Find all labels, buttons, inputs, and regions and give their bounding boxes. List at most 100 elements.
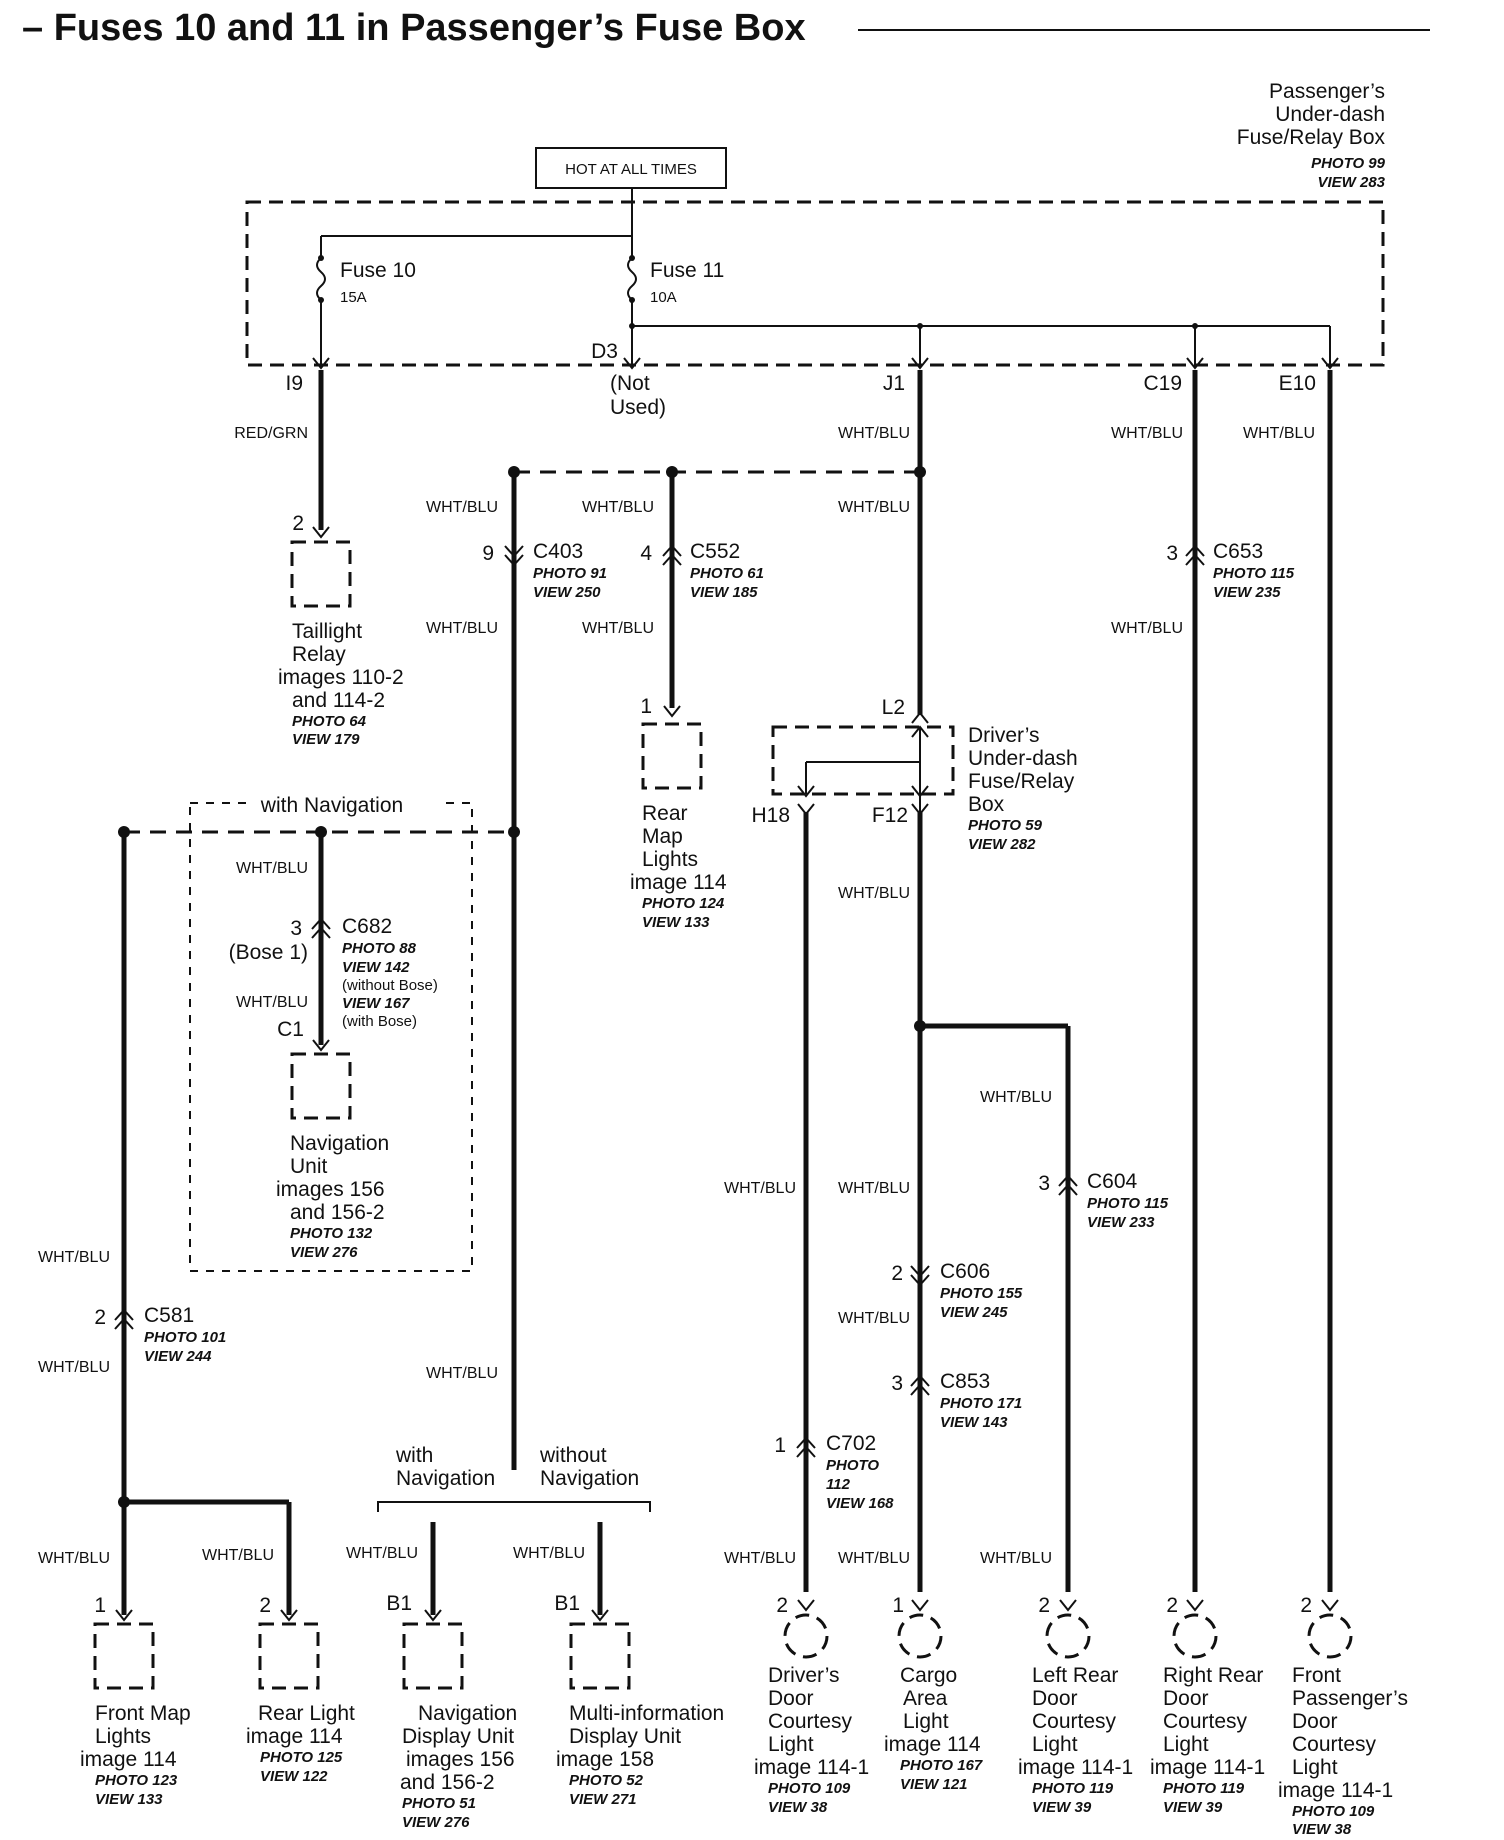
with-navigation-label-bg (248, 792, 444, 816)
fuse10-rating: 15A (340, 289, 367, 306)
right-rear-line3: Courtesy (1163, 1710, 1248, 1733)
wire-label-f12b: WHT/BLU (838, 1180, 910, 1197)
nav-display-photo: PHOTO 51 (402, 1795, 476, 1812)
with-navigation-outline (189, 802, 473, 1272)
c853-connector-icon (910, 1374, 930, 1396)
c552-name: C552 (690, 540, 740, 563)
taillight-chevron (312, 526, 330, 539)
wire-label-f12d: WHT/BLU (838, 1550, 910, 1567)
taillight-line3: images 110-2 (278, 666, 404, 689)
right-rear-line1: Right Rear (1163, 1664, 1263, 1687)
fuse11-bus-dot (629, 323, 635, 329)
fusebox-photo: PHOTO 99 (1311, 155, 1386, 172)
c604-connector-icon (1058, 1174, 1078, 1196)
rear-light-pin: 2 (259, 1594, 271, 1617)
wire-label-nav-display: WHT/BLU (346, 1545, 418, 1562)
wire-label-multi-info: WHT/BLU (513, 1545, 585, 1562)
branch-bracket (377, 1501, 651, 1512)
right-rear-line5: image 114-1 (1150, 1756, 1265, 1779)
c606-view: VIEW 245 (940, 1304, 1008, 1321)
d3-note1: (Not (610, 372, 650, 395)
c19-bus-dot (1192, 323, 1198, 329)
wire-label-f12a: WHT/BLU (838, 885, 910, 902)
taillight-line4: and 114-2 (292, 689, 385, 712)
cargo-photo: PHOTO 167 (900, 1757, 983, 1774)
driver-box-line1: Driver’s (968, 724, 1040, 747)
nav-unit-line2: Unit (290, 1155, 328, 1178)
wire-label-c581a: WHT/BLU (38, 1249, 110, 1266)
front-pass-chevron (1321, 1599, 1339, 1612)
right-rear-door-light: 2 Right Rear Door Courtesy Light image 1… (1150, 1594, 1265, 1816)
c581-pin: 2 (94, 1306, 106, 1329)
taillight-relay-label: Taillight Relay images 110-2 and 114-2 P… (278, 620, 404, 748)
c604-pin: 3 (1038, 1172, 1050, 1195)
wire-label-h18a: WHT/BLU (724, 1180, 796, 1197)
c403-name: C403 (533, 540, 583, 563)
c702-connector-icon (796, 1436, 816, 1458)
multi-info-unit-label: Multi-information Display Unit image 158… (556, 1702, 724, 1808)
cargo-chevron (911, 1599, 929, 1612)
drivers-door-photo: PHOTO 109 (768, 1780, 851, 1797)
front-pass-line1: Front (1292, 1664, 1341, 1687)
c682-pin: 3 (290, 917, 302, 940)
c702-name: C702 (826, 1432, 876, 1455)
left-rear-photo: PHOTO 119 (1032, 1780, 1114, 1797)
wire-label-c403c: WHT/BLU (426, 1365, 498, 1382)
rear-light-label: Rear Light image 114 PHOTO 125 VIEW 122 (246, 1702, 355, 1785)
c682-note1: (without Bose) (342, 977, 438, 994)
fuse11-rating: 10A (650, 289, 677, 306)
c604-view: VIEW 233 (1087, 1214, 1155, 1231)
multi-info-chevron (591, 1609, 609, 1622)
fuse11-symbol (627, 257, 637, 301)
taillight-relay-box (290, 540, 352, 608)
front-pass-view: VIEW 38 (1292, 1821, 1352, 1838)
driver-box-view: VIEW 282 (968, 836, 1036, 853)
j1-chevron (911, 357, 929, 370)
c606-connector-icon (910, 1265, 930, 1287)
passenger-fusebox-label: Passenger’s Under-dash Fuse/Relay Box PH… (1237, 80, 1386, 191)
rear-light-view: VIEW 122 (260, 1768, 328, 1785)
front-pass-bulb-icon (1307, 1613, 1353, 1659)
rear-map-pin: 1 (640, 695, 652, 718)
branch-with-1: with (395, 1444, 433, 1467)
drivers-fusebox-label: Driver’s Under-dash Fuse/Relay Box PHOTO… (968, 724, 1078, 853)
driver-box-line2: Under-dash (968, 747, 1078, 770)
rear-light-box (258, 1622, 320, 1690)
wire-label-c682b: WHT/BLU (236, 994, 308, 1011)
drivers-door-pin: 2 (776, 1594, 788, 1617)
wire-label-j1b: WHT/BLU (838, 499, 910, 516)
c702-view: VIEW 168 (826, 1495, 894, 1512)
wire-label-c19b: WHT/BLU (1111, 620, 1183, 637)
left-rear-line5: image 114-1 (1018, 1756, 1133, 1779)
terminal-i9: I9 (285, 372, 303, 395)
branch-with-2: Navigation (396, 1467, 495, 1490)
drivers-box-f12-arrow (911, 785, 929, 798)
rear-light-chevron (280, 1609, 298, 1622)
wire-label-c552a: WHT/BLU (582, 499, 654, 516)
front-map-photo: PHOTO 123 (95, 1772, 178, 1789)
fuse10-dot-bottom (318, 297, 324, 303)
wire-label-c682a: WHT/BLU (236, 860, 308, 877)
nav-unit-photo: PHOTO 132 (290, 1225, 373, 1242)
terminal-b1-mid: B1 (554, 1592, 580, 1615)
right-rear-photo: PHOTO 119 (1163, 1780, 1245, 1797)
front-pass-pin: 2 (1300, 1594, 1312, 1617)
c653-photo: PHOTO 115 (1213, 565, 1295, 582)
right-rear-chevron (1186, 1599, 1204, 1612)
taillight-line1: Taillight (292, 620, 362, 643)
navigation-unit-label: Navigation Unit images 156 and 156-2 PHO… (276, 1132, 389, 1261)
c682-photo: PHOTO 88 (342, 940, 417, 957)
c552-view: VIEW 185 (690, 584, 758, 601)
multi-info-unit-box (569, 1622, 631, 1690)
i9-chevron (312, 357, 330, 370)
fuse11-dot-bottom (629, 297, 635, 303)
wire-label-c403a: WHT/BLU (426, 499, 498, 516)
c604-name: C604 (1087, 1170, 1138, 1193)
multi-info-photo: PHOTO 52 (569, 1772, 644, 1789)
rear-map-lights-label: Rear Map Lights image 114 PHOTO 124 VIEW… (630, 802, 727, 931)
rear-map-line3: Lights (642, 848, 698, 871)
cargo-line4: image 114 (884, 1733, 981, 1756)
branch-without-2: Navigation (540, 1467, 639, 1490)
left-rear-door-light: 2 Left Rear Door Courtesy Light image 11… (1018, 1594, 1133, 1816)
front-passenger-door-light: 2 Front Passenger’s Door Courtesy Light … (1278, 1594, 1408, 1838)
